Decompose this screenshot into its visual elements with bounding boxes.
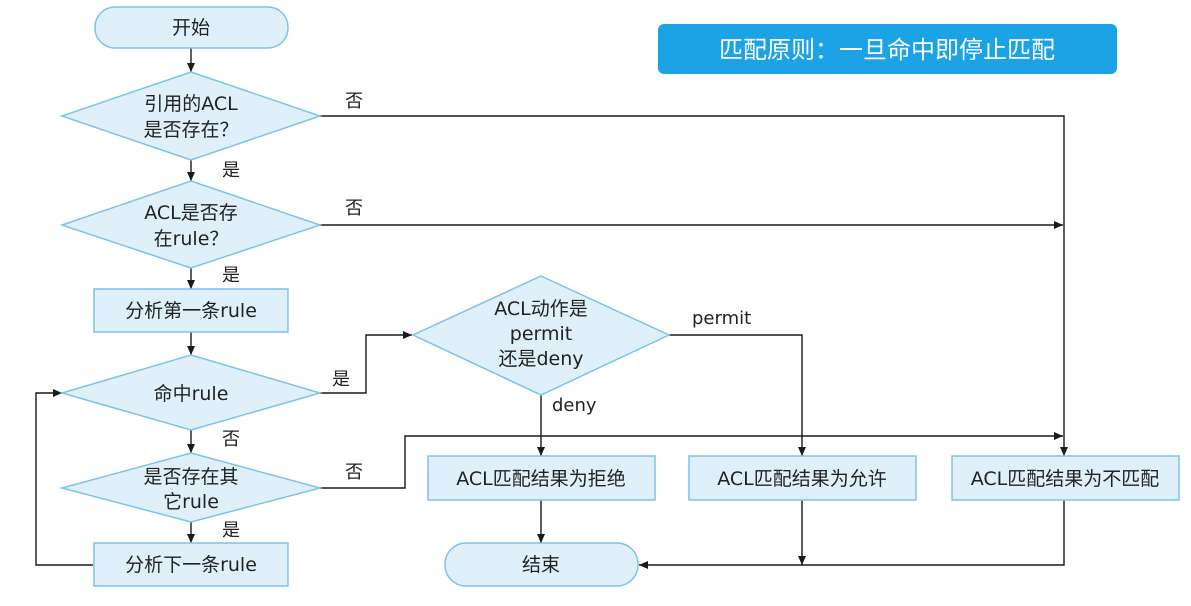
edge-label-yes-other: 是 — [222, 520, 240, 541]
end-label: 结束 — [522, 554, 560, 576]
analyze-next-rule-node — [93, 542, 289, 587]
edges — [35, 48, 1068, 569]
edge-label-permit: permit — [692, 308, 751, 329]
action-label-1: ACL动作是 — [494, 298, 588, 320]
edge-label-yes-rule: 是 — [222, 265, 240, 286]
other-rule-label-1: 是否存在其 — [143, 466, 238, 488]
principle-banner: 匹配原则：一旦命中即停止匹配 — [658, 24, 1117, 74]
edge-label-yes-hit: 是 — [332, 369, 350, 390]
hit-rule-decision — [59, 354, 323, 431]
start-label: 开始 — [172, 17, 210, 39]
edge-label-yes-acl: 是 — [222, 160, 240, 181]
banner-background — [658, 24, 1117, 74]
edge-label-no-other: 否 — [345, 462, 363, 483]
edge-label-no-acl: 否 — [345, 91, 363, 112]
banner-text: 匹配原则：一旦命中即停止匹配 — [719, 36, 1055, 64]
acl-exists-decision — [59, 71, 323, 161]
edge-hit-yes — [320, 331, 412, 394]
rule-exists-decision — [59, 180, 323, 269]
analyze-first-label: 分析第一条rule — [125, 300, 257, 322]
nomatch-result-node — [951, 455, 1180, 501]
node-labels: 开始 引用的ACL 是否存在？ ACL是否存 在rule？ 分析第一条rule … — [125, 17, 1159, 576]
nomatch-result-label: ACL匹配结果为不匹配 — [971, 468, 1160, 490]
end-node — [444, 542, 639, 587]
permit-result-label: ACL匹配结果为允许 — [717, 468, 887, 490]
deny-result-node — [427, 455, 656, 501]
edge-label-no-hit: 否 — [222, 429, 240, 450]
edge-next-loop-back — [35, 389, 93, 566]
rule-exists-label-2: 在rule？ — [154, 228, 229, 250]
edge-permit — [669, 334, 806, 456]
analyze-next-label: 分析下一条rule — [125, 554, 257, 576]
acl-exists-label-2: 是否存在？ — [143, 119, 238, 141]
edge-nomatch-to-end — [639, 500, 1065, 569]
edge-acl-no — [320, 115, 1068, 456]
other-rule-decision — [59, 452, 323, 523]
edge-label-no-rule: 否 — [345, 198, 363, 219]
action-decision — [411, 275, 671, 396]
acl-exists-label-1: 引用的ACL — [144, 93, 238, 115]
nodes — [59, 6, 1180, 587]
edge-other-no — [320, 432, 1063, 489]
analyze-first-rule-node — [93, 288, 289, 333]
action-label-3: 还是deny — [498, 348, 583, 370]
edge-labels: 是 是 是 是 否 否 否 否 permit deny — [222, 91, 751, 541]
action-label-2: permit — [510, 323, 572, 345]
permit-result-node — [688, 455, 917, 501]
hit-rule-label: 命中rule — [154, 383, 229, 405]
deny-result-label: ACL匹配结果为拒绝 — [456, 468, 626, 490]
other-rule-label-2: 它rule — [163, 491, 219, 513]
edge-label-deny: deny — [552, 395, 597, 416]
rule-exists-label-1: ACL是否存 — [144, 202, 238, 224]
start-node — [94, 6, 289, 49]
